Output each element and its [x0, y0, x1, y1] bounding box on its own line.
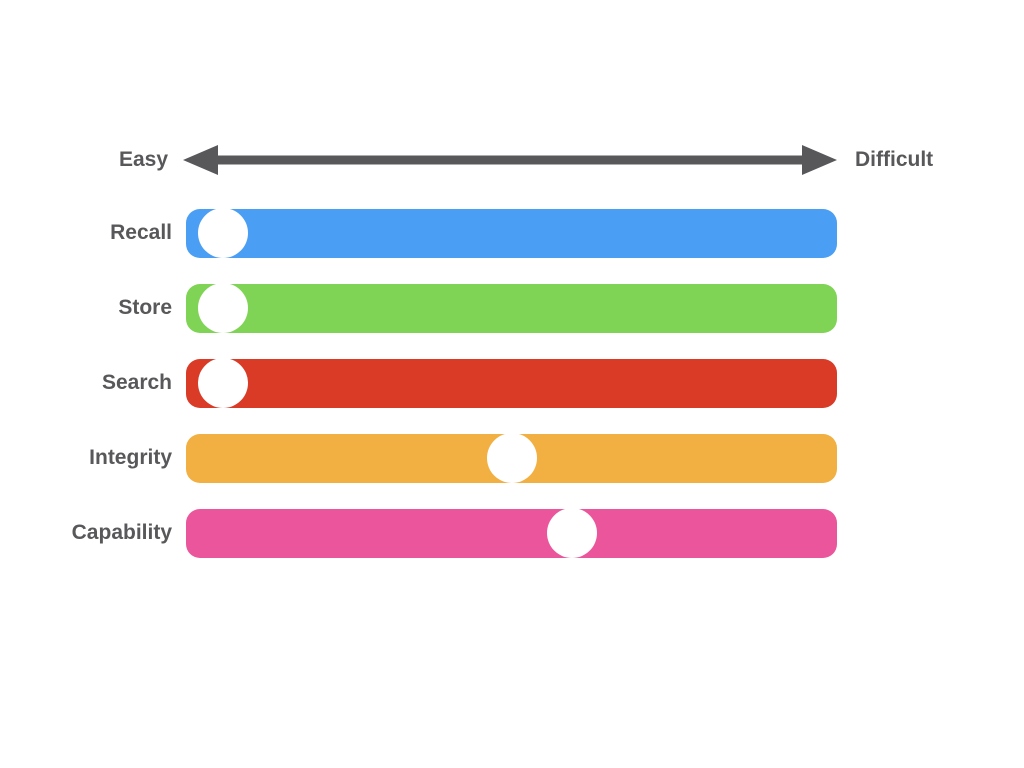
slider-label-search: Search — [101, 371, 172, 394]
slider-label-store: Store — [118, 296, 172, 319]
slider-row-store: Store — [0, 283, 1024, 333]
slider-track-search[interactable] — [186, 358, 837, 408]
slider-handle-search[interactable] — [198, 358, 249, 408]
slider-track-capability[interactable] — [186, 508, 837, 558]
slider-row-capability: Capability — [0, 508, 1024, 558]
axis-label-easy: Easy — [118, 148, 168, 171]
difficulty-axis-arrow-icon — [183, 145, 837, 175]
slider-handle-recall[interactable] — [198, 208, 249, 258]
slider-track-store[interactable] — [186, 283, 837, 333]
axis-label-difficult: Difficult — [855, 148, 934, 171]
slider-track-integrity[interactable] — [186, 433, 837, 483]
slider-row-recall: Recall — [0, 208, 1024, 258]
slider-row-search: Search — [0, 358, 1024, 408]
slider-label-integrity: Integrity — [89, 446, 172, 469]
slider-row-integrity: Integrity — [0, 433, 1024, 483]
slider-handle-capability[interactable] — [547, 508, 598, 558]
slider-track-recall[interactable] — [186, 208, 837, 258]
slider-handle-integrity[interactable] — [487, 433, 538, 483]
slider-handle-store[interactable] — [198, 283, 249, 333]
slider-label-recall: Recall — [110, 221, 172, 244]
slider-label-capability: Capability — [71, 521, 172, 544]
